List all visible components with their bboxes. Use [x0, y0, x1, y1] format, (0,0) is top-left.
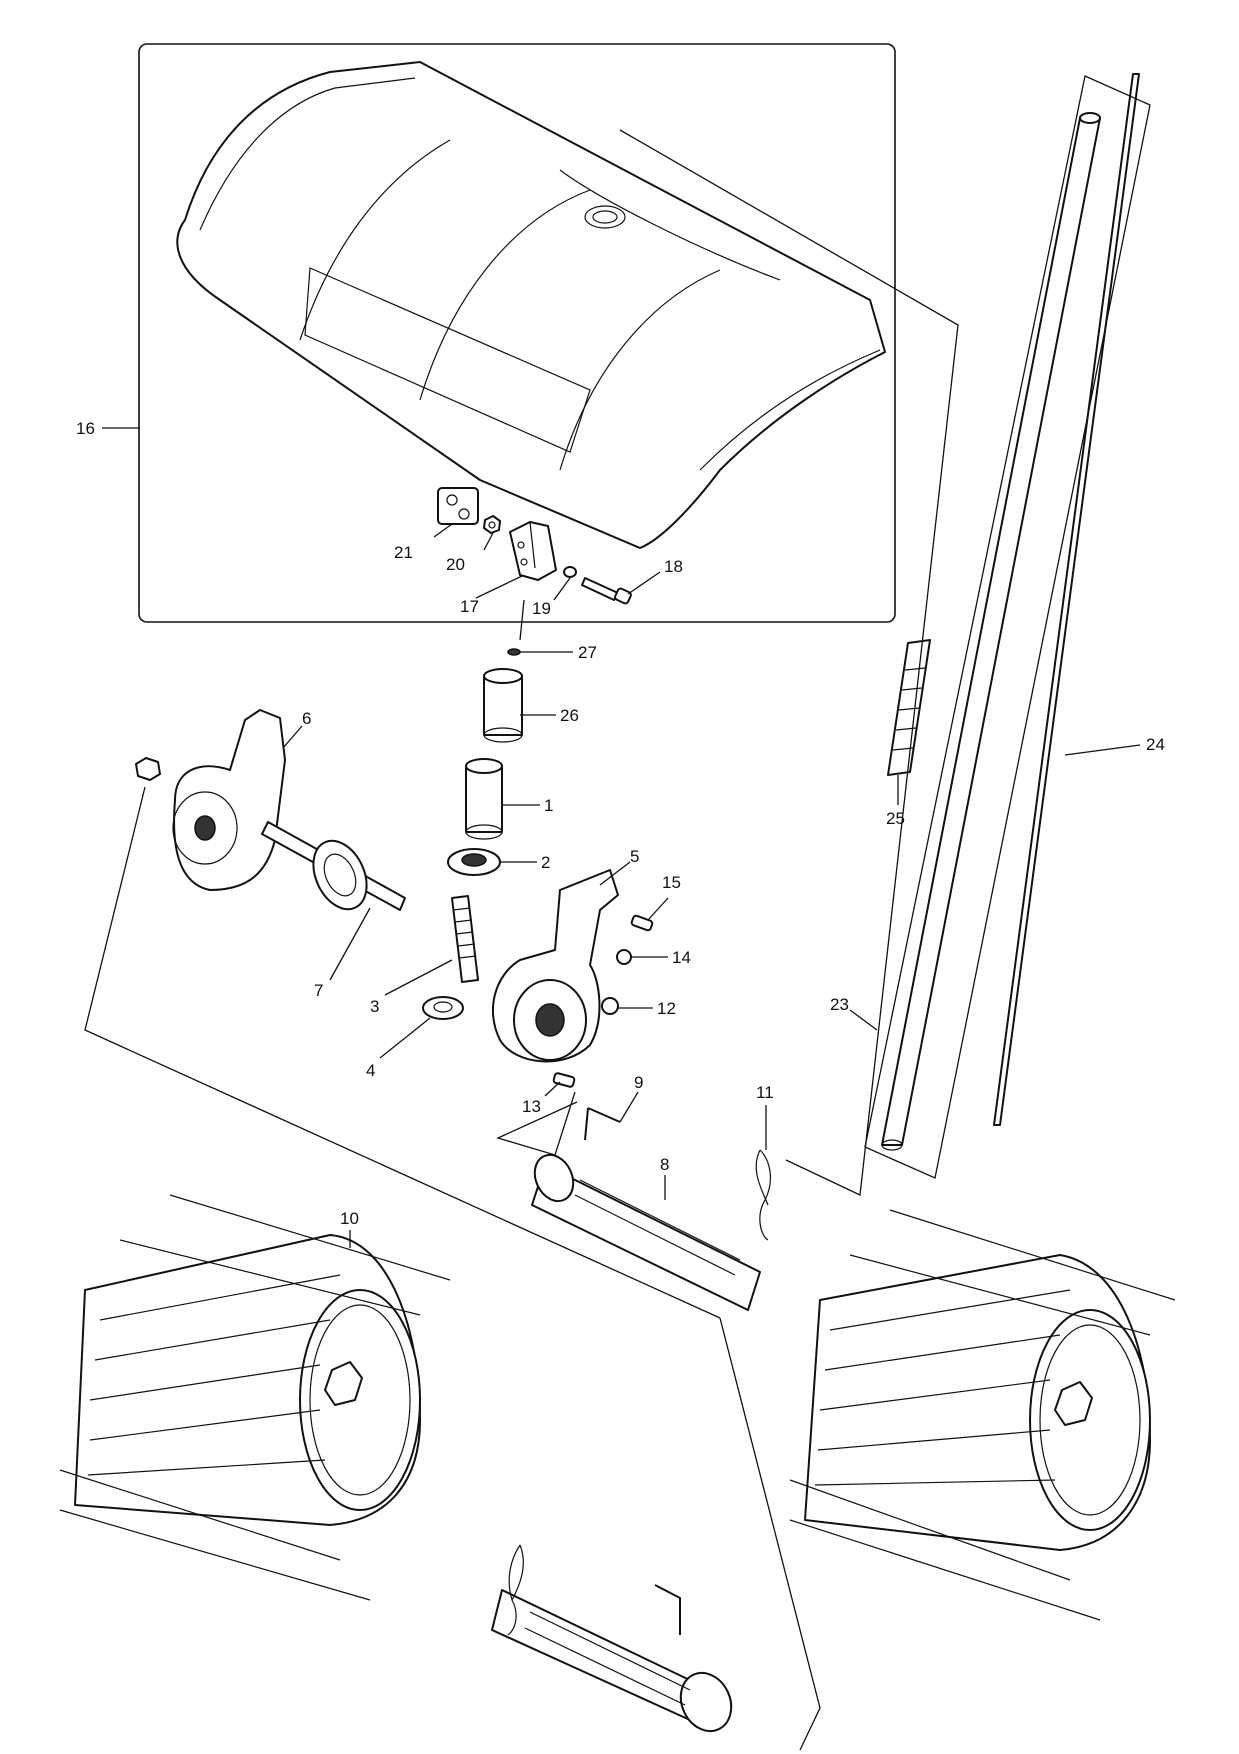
leader-lines — [102, 427, 1141, 1248]
part-gear-case-6 — [172, 709, 286, 891]
part-screw-12 — [601, 997, 619, 1015]
callout-19: 19 — [532, 599, 551, 618]
callout-labels: 16 21 20 17 19 18 27 26 1 2 6 7 3 4 5 15… — [76, 419, 1165, 1228]
part-nut-plate — [437, 487, 479, 525]
part-pipe-23 — [881, 112, 1101, 1151]
part-washer-4 — [422, 996, 464, 1020]
part-roller-right — [789, 1209, 1176, 1621]
callout-24: 24 — [1146, 735, 1165, 754]
part-plug — [135, 757, 161, 781]
callout-13: 13 — [522, 1097, 541, 1116]
callout-25: 26 — [560, 706, 579, 725]
callout-7: 7 — [314, 981, 323, 1000]
part-worm-shaft-3 — [451, 895, 479, 983]
part-roller-left — [59, 1194, 451, 1601]
callout-15: 15 — [662, 873, 681, 892]
part-gear-shaft-7 — [261, 821, 406, 911]
callout-12: 12 — [657, 999, 676, 1018]
part-bracket — [509, 521, 557, 581]
assembly-guide-27 — [519, 599, 525, 641]
callout-3: 3 — [370, 997, 379, 1016]
part-hex-key-9 — [584, 1107, 621, 1141]
part-coupler-lower — [491, 1589, 733, 1733]
assembly-guide-left — [84, 786, 821, 1751]
part-sleeve-25 — [483, 668, 523, 743]
pipe-group-frame — [619, 129, 959, 1196]
shaft-group-frame — [864, 75, 1151, 1179]
part-screw-18 — [581, 577, 632, 605]
callout-26: 25 — [886, 809, 905, 828]
callout-23: 23 — [830, 995, 849, 1014]
part-bearing-2 — [447, 848, 501, 876]
part-pin-27 — [507, 648, 521, 656]
callout-9: 9 — [634, 1073, 643, 1092]
part-screw-14 — [616, 949, 632, 965]
part-tube-1 — [465, 758, 503, 840]
part-r-clip-lower — [507, 1544, 524, 1636]
group-frame-16 — [138, 43, 896, 623]
callout-8: 8 — [660, 1155, 669, 1174]
part-drive-shaft-24 — [993, 73, 1140, 1126]
callout-17: 17 — [460, 597, 479, 616]
part-coupler-8 — [531, 1153, 761, 1311]
callout-21: 21 — [394, 543, 413, 562]
callout-18: 18 — [664, 557, 683, 576]
assembly-guide-center — [496, 1091, 578, 1156]
callout-27: 27 — [578, 643, 597, 662]
callout-14: 14 — [672, 948, 691, 967]
part-shield-cover — [176, 61, 886, 549]
callout-5: 5 — [630, 847, 639, 866]
callout-20: 20 — [446, 555, 465, 574]
callout-1: 1 — [544, 796, 553, 815]
callout-10: 10 — [340, 1209, 359, 1228]
callout-2: 2 — [541, 853, 550, 872]
callout-11: 11 — [756, 1083, 774, 1102]
callout-6: 6 — [302, 709, 311, 728]
part-hex-key-lower — [654, 1584, 681, 1635]
part-r-clip-11 — [755, 1149, 772, 1241]
callout-4: 4 — [366, 1061, 375, 1080]
part-gear-housing-5 — [491, 869, 619, 1063]
part-nut — [483, 515, 501, 534]
part-washer-19 — [563, 566, 577, 578]
part-screw-15 — [630, 914, 654, 932]
callout-16: 16 — [76, 419, 95, 438]
